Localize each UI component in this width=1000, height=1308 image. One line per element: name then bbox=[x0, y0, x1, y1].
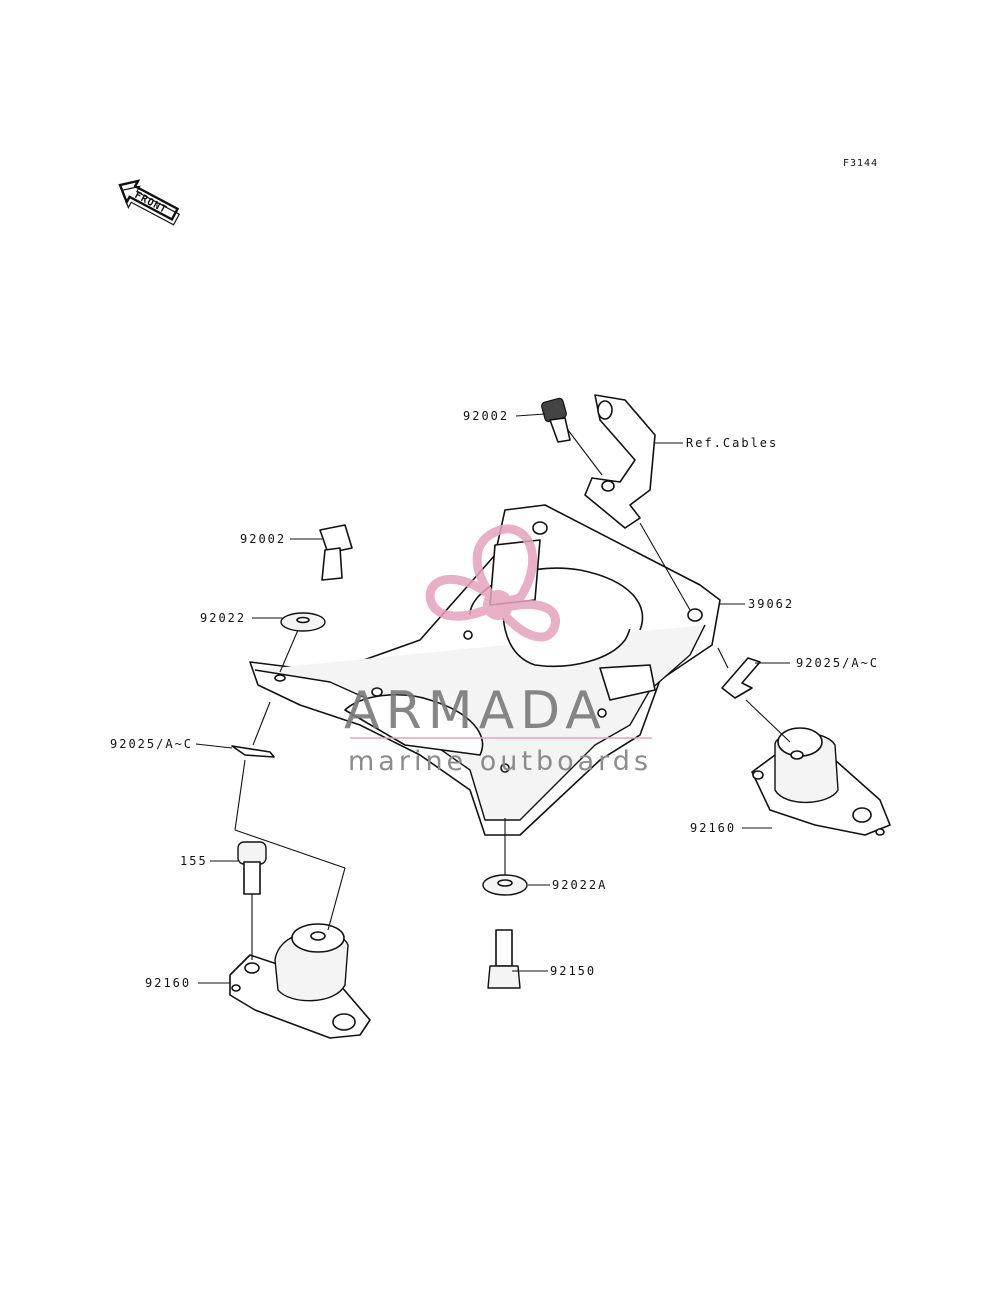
label-39062: 39062 bbox=[748, 597, 794, 611]
washer-92022a bbox=[482, 874, 528, 896]
bolt-92002-top bbox=[541, 397, 571, 443]
bolt-155 bbox=[237, 841, 267, 895]
label-92022a: 92022A bbox=[552, 878, 607, 892]
label-92160-left: 92160 bbox=[145, 976, 191, 990]
bolt-92002-left bbox=[319, 524, 353, 581]
label-92160-right: 92160 bbox=[690, 821, 736, 835]
watermark-tagline: marine outboards bbox=[348, 746, 652, 777]
label-ref-cables: Ref.Cables bbox=[686, 436, 778, 450]
armada-watermark: ARMADA marine outboards bbox=[344, 524, 652, 777]
label-92025-right: 92025/A~C bbox=[796, 656, 879, 670]
label-155: 155 bbox=[180, 854, 208, 868]
label-92002-left: 92002 bbox=[240, 532, 286, 546]
label-92002-top: 92002 bbox=[463, 409, 509, 423]
figure-code: F3144 bbox=[843, 158, 878, 169]
leader-lines bbox=[195, 413, 791, 984]
cable-bracket bbox=[584, 394, 656, 529]
label-92150: 92150 bbox=[550, 964, 596, 978]
washer-92022 bbox=[280, 612, 326, 632]
shim-right bbox=[721, 657, 761, 699]
engine-mount-right bbox=[751, 727, 891, 836]
label-92025-left: 92025/A~C bbox=[110, 737, 193, 751]
bolt-92150 bbox=[487, 929, 521, 989]
propeller-logo-icon bbox=[425, 524, 560, 642]
engine-mount-left bbox=[229, 923, 371, 1039]
shim-left bbox=[231, 745, 275, 758]
label-92022: 92022 bbox=[200, 611, 246, 625]
engine-bracket bbox=[249, 504, 721, 836]
front-arrow-icon: FRONT bbox=[118, 179, 181, 226]
watermark-brand: ARMADA bbox=[344, 681, 607, 741]
